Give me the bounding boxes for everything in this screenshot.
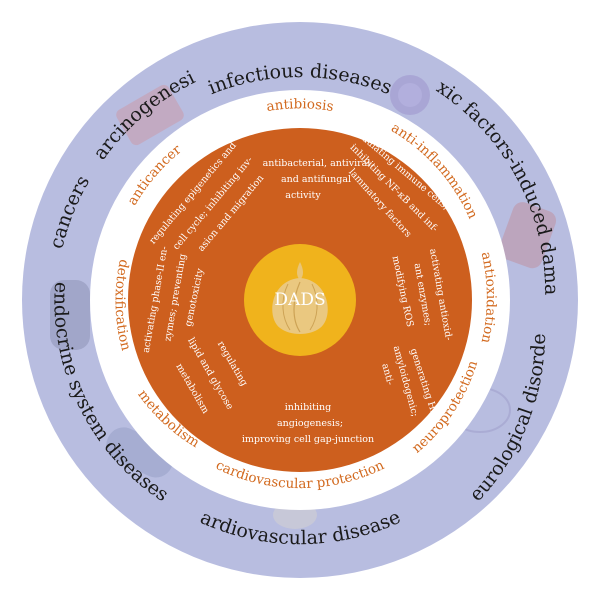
- mid-label-detoxification-text: detoxification: [111, 258, 134, 353]
- mid-label-antibiosis-text: antibiosis: [265, 96, 334, 115]
- garlic-bulb-icon: [272, 262, 328, 334]
- mid-label-antioxidation: antioxidation: [478, 250, 499, 345]
- mechanism-cardiovascular-line3: improving cell gap-junction: [242, 434, 374, 445]
- mechanism-antibiosis-line1: antibacterial, antiviral,: [263, 158, 374, 169]
- kidney-icon: [106, 427, 174, 478]
- mechanism-antibiosis-line2: and antifungal: [281, 174, 351, 185]
- mechanism-cardiovascular: inhibiting angiogenesis; improving cell …: [242, 402, 374, 445]
- mechanism-cardiovascular-line1: inhibiting: [285, 402, 332, 413]
- tissue-icon: [116, 84, 184, 146]
- mid-label-detoxification: detoxification: [111, 258, 134, 353]
- mid-label-antioxidation-text: antioxidation: [478, 250, 499, 345]
- mechanism-antibiosis-line3: activity: [285, 190, 321, 201]
- mechanism-cardiovascular-line2: angiogenesis;: [277, 418, 343, 429]
- mechanism-antibiosis: antibacterial, antiviral, and antifungal…: [263, 158, 374, 201]
- virus-icon: [390, 75, 430, 115]
- blood-vessel-icon: [498, 202, 557, 269]
- mid-label-antibiosis: antibiosis: [265, 96, 334, 115]
- mechanism-neuroprotection-line1: anti-: [379, 362, 395, 386]
- tumor-icon: [50, 280, 90, 350]
- center-label: DADS: [274, 290, 325, 310]
